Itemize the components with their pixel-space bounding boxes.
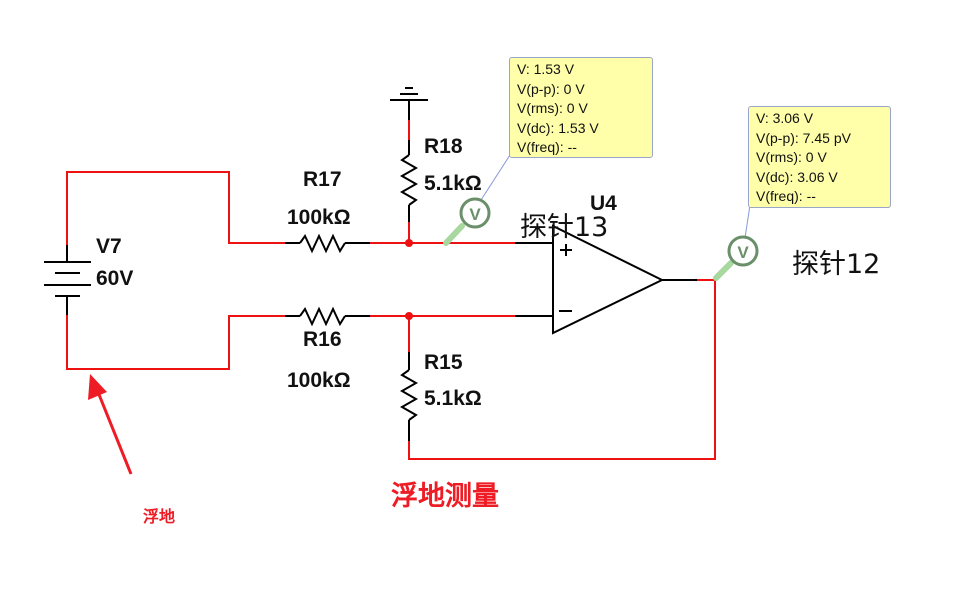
opamp-u4[interactable]: [515, 224, 697, 335]
wire-source-top: [66, 171, 285, 245]
v7-ref-label: V7: [96, 235, 122, 258]
floating-ground-annotation: 浮地: [143, 507, 176, 526]
r17-ref-label: R17: [303, 168, 342, 191]
probe13-reading-v: V: 1.53 V: [517, 61, 575, 77]
r18-ref-label: R18: [424, 135, 463, 158]
probe13-name: 探针13: [520, 212, 609, 243]
voltmeter-probe-icon: [459, 197, 491, 229]
junction-dot: [405, 239, 413, 247]
r17-value-label: 100kΩ: [287, 206, 351, 229]
voltmeter-probe-icon: [727, 235, 759, 267]
resistor-r16[interactable]: [285, 306, 370, 327]
probe13-reading-vrms: V(rms): 0 V: [517, 100, 588, 116]
probe12-reading-vdc: V(dc): 3.06 V: [756, 168, 838, 185]
probe12-reading-vfreq: V(freq): --: [756, 188, 816, 204]
r15-ref-label: R15: [424, 351, 463, 374]
probe-12[interactable]: V: [713, 204, 759, 281]
voltage-source-v7[interactable]: [44, 245, 91, 315]
resistor-r15[interactable]: [399, 352, 419, 441]
probe13-reading-vdc: V(dc): 1.53 V: [517, 119, 599, 136]
r15-value-label: 5.1kΩ: [424, 387, 482, 410]
resistor-r18[interactable]: [399, 140, 419, 222]
probe13-readout: V: 1.53 V V(p-p): 0 V V(rms): 0 V V(dc):…: [509, 57, 653, 158]
floating-measurement-annotation: 浮地测量: [391, 481, 499, 512]
v7-value-label: 60V: [96, 267, 134, 290]
probe12-reading-v: V: 3.06 V: [756, 110, 814, 126]
probe12-reading-vpp: V(p-p): 7.45 pV: [756, 129, 851, 146]
junction-dot: [405, 312, 413, 320]
r16-value-label: 100kΩ: [287, 369, 351, 392]
probe13-icon-letter: V: [469, 205, 481, 224]
probe12-name: 探针12: [792, 249, 881, 280]
probe-13[interactable]: V: [443, 154, 511, 246]
r18-value-label: 5.1kΩ: [424, 172, 482, 195]
probe12-readout: V: 3.06 V V(p-p): 7.45 pV V(rms): 0 V V(…: [748, 106, 891, 208]
resistor-r17[interactable]: [285, 233, 370, 254]
opamp-ref-label: U4: [590, 192, 617, 215]
wire-source-bottom: [66, 315, 285, 370]
ground-icon: [390, 87, 428, 120]
probe12-icon-letter: V: [737, 243, 749, 262]
wire-feedback: [408, 279, 716, 460]
probe12-reading-vrms: V(rms): 0 V: [756, 149, 827, 165]
probe13-reading-vpp: V(p-p): 0 V: [517, 80, 585, 97]
annotation-arrow: [88, 374, 133, 475]
probe13-reading-vfreq: V(freq): --: [517, 139, 577, 155]
r16-ref-label: R16: [303, 328, 342, 351]
wires: [66, 120, 716, 460]
